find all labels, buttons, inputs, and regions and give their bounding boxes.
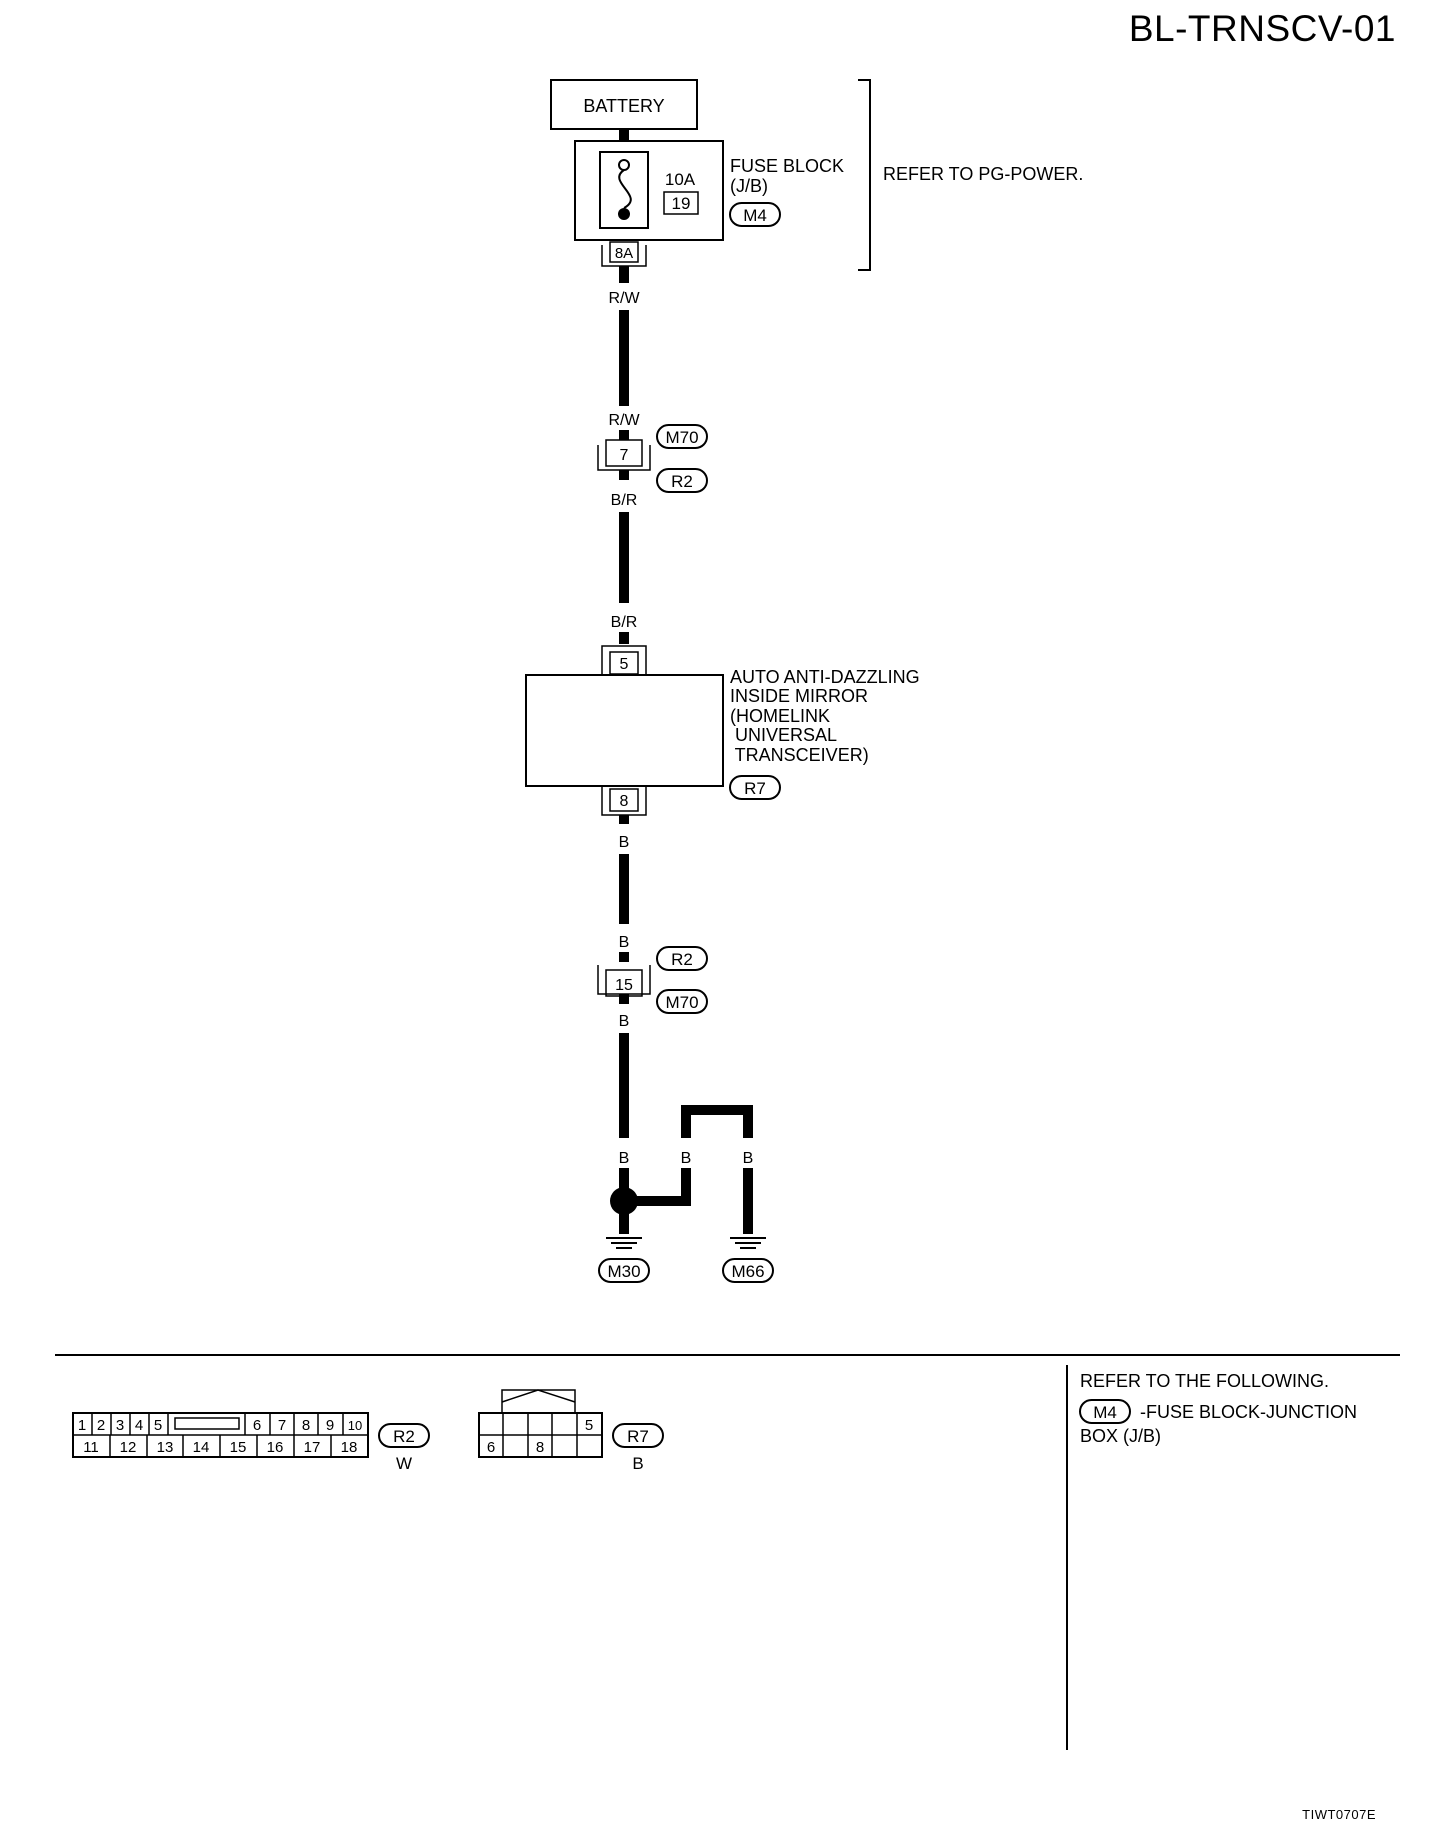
svg-text:11: 11 (83, 1439, 99, 1456)
svg-text:9: 9 (326, 1417, 334, 1434)
connector-badge-r2: R2 (656, 468, 708, 493)
svg-text:8: 8 (302, 1417, 310, 1434)
joint-connector-7: 7 (597, 439, 651, 471)
connector-r2-color: W (396, 1454, 412, 1473)
svg-text:6: 6 (487, 1439, 495, 1456)
connector-face-r2: 1 2 3 4 5 6 7 8 9 10 11 12 13 14 15 16 1… (72, 1412, 369, 1458)
svg-text:15: 15 (230, 1439, 247, 1456)
svg-text:14: 14 (193, 1439, 210, 1456)
svg-text:17: 17 (304, 1439, 321, 1456)
svg-text:INSIDE MIRROR: INSIDE MIRROR (730, 686, 868, 706)
svg-text:R2: R2 (393, 1427, 415, 1446)
wire-color-br-top: B/R (611, 492, 638, 509)
connector-latch-icon (501, 1389, 576, 1403)
wire-color-b-1: B (619, 834, 630, 851)
terminal-8a: 8A (601, 241, 647, 267)
connector-r7-color: B (632, 1454, 643, 1473)
battery: BATTERY (550, 79, 698, 130)
svg-text:15: 15 (615, 977, 633, 994)
svg-text:7: 7 (278, 1417, 286, 1434)
wire-color-b-4: B (619, 1150, 630, 1167)
mirror-terminal-8: 8 (601, 786, 647, 816)
wire-color-b-3: B (619, 1013, 630, 1030)
svg-text:13: 13 (157, 1439, 174, 1456)
mirror-terminal-5: 5 (601, 645, 647, 675)
ground-m30-icon: M30 (598, 1237, 650, 1283)
page-code: BL-TRNSCV-01 (1128, 8, 1396, 49)
wire-color-b-5: B (681, 1150, 692, 1167)
svg-text:10: 10 (348, 1418, 362, 1433)
wire-color-b-6: B (743, 1150, 754, 1167)
svg-text:R7: R7 (627, 1427, 649, 1446)
joint-connector-15: 15 (597, 965, 651, 997)
svg-text:R2: R2 (671, 472, 693, 491)
svg-text:18: 18 (341, 1439, 358, 1456)
reference-line1: -FUSE BLOCK-JUNCTION (1140, 1402, 1357, 1422)
fuse-amperage: 10A (665, 170, 696, 189)
ground-m66-icon: M66 (722, 1237, 774, 1283)
connector-face-r7: 5 6 8 (478, 1389, 603, 1458)
mirror-label: AUTO ANTI-DAZZLING INSIDE MIRROR (HOMELI… (730, 667, 920, 765)
reference-line2: BOX (J/B) (1080, 1426, 1161, 1446)
fuse-number: 19 (672, 194, 691, 213)
svg-text:5: 5 (154, 1417, 162, 1434)
connector-badge-r2-lower: R2 (656, 946, 708, 971)
svg-text:(HOMELINK: (HOMELINK (730, 706, 830, 726)
fuse-block-label: FUSE BLOCK (730, 156, 844, 176)
fuse-block: 10A 19 (574, 140, 724, 241)
refer-bracket (858, 79, 871, 271)
svg-text:M70: M70 (665, 993, 698, 1012)
svg-text:4: 4 (135, 1417, 143, 1434)
svg-text:8: 8 (536, 1439, 544, 1456)
svg-text:AUTO ANTI-DAZZLING: AUTO ANTI-DAZZLING (730, 667, 920, 687)
fuse-terminal-solid (618, 208, 630, 220)
svg-text:5: 5 (585, 1417, 593, 1434)
reference-heading: REFER TO THE FOLLOWING. (1080, 1371, 1329, 1391)
svg-text:3: 3 (116, 1417, 124, 1434)
svg-text:2: 2 (97, 1417, 105, 1434)
connector-m4-label: M4 (743, 206, 767, 225)
fuse-terminal-open (618, 159, 630, 171)
mirror-unit (525, 674, 724, 787)
svg-text:8: 8 (620, 793, 629, 810)
connector-badge-m70-lower: M70 (656, 989, 708, 1014)
svg-text:7: 7 (620, 447, 629, 464)
svg-text:M4: M4 (1093, 1403, 1117, 1422)
connector-lock-icon (174, 1417, 240, 1430)
connector-badge-r7-face: R7 (612, 1423, 664, 1448)
svg-text:8A: 8A (615, 245, 633, 262)
connector-badge-r7: R7 (729, 775, 781, 800)
connector-badge-m70: M70 (656, 424, 708, 449)
battery-label: BATTERY (583, 96, 664, 116)
wire-color-br-bottom: B/R (611, 614, 638, 631)
ground-m66-label: M66 (731, 1262, 764, 1281)
svg-text:M70: M70 (665, 428, 698, 447)
svg-text:1: 1 (78, 1417, 86, 1434)
refer-note: REFER TO PG-POWER. (883, 164, 1083, 184)
wire-color-rw-bottom: R/W (608, 412, 640, 429)
svg-text:6: 6 (253, 1417, 261, 1434)
wire-color-rw-top: R/W (608, 290, 640, 307)
svg-text:12: 12 (120, 1439, 137, 1456)
connector-badge-r2-face: R2 (378, 1423, 430, 1448)
svg-text:5: 5 (620, 656, 629, 673)
wire-b-loop (681, 1105, 753, 1138)
wire-color-b-2: B (619, 934, 630, 951)
footer-code: TIWT0707E (1302, 1807, 1376, 1822)
svg-text:16: 16 (267, 1439, 284, 1456)
connector-badge-m4: M4 (729, 202, 781, 227)
svg-text:R2: R2 (671, 950, 693, 969)
fuse-element-icon (618, 169, 632, 209)
fuse-block-jb-label: (J/B) (730, 176, 768, 196)
svg-text:UNIVERSAL: UNIVERSAL (730, 725, 837, 745)
wire-b-splice-branch (624, 1168, 691, 1206)
svg-text:R7: R7 (744, 779, 766, 798)
reference-connector-badge-m4: M4 (1079, 1399, 1131, 1424)
ground-m30-label: M30 (607, 1262, 640, 1281)
svg-text:TRANSCEIVER): TRANSCEIVER) (730, 745, 869, 765)
